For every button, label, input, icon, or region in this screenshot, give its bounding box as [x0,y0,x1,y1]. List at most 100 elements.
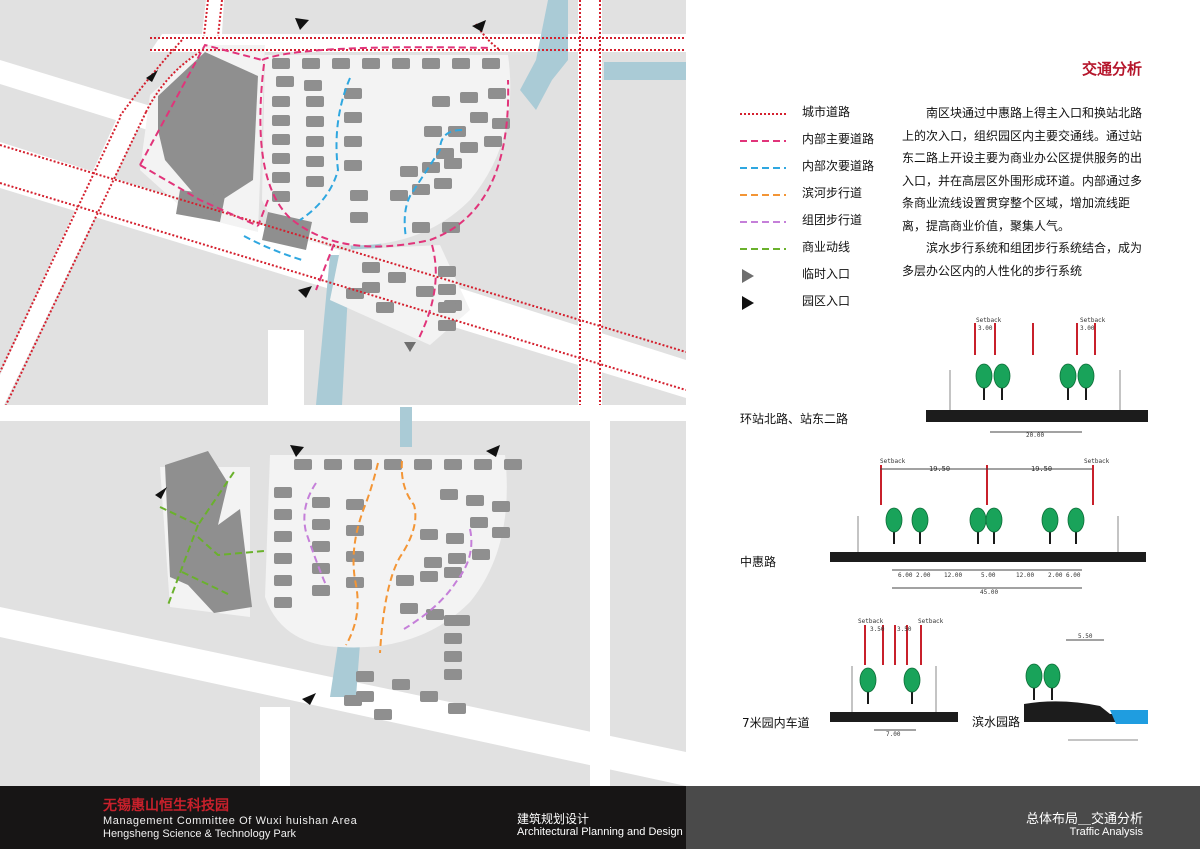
building-block [392,58,410,69]
red-line-marker [880,465,882,505]
building-block [444,633,462,644]
section-zhonghui-road: Setback Setback 19.50 19.50 6.00 2.00 12… [830,458,1146,596]
building-block [424,126,442,137]
entrance-markers [155,445,500,705]
footer-left [0,786,686,849]
tree-icon [993,363,1011,400]
building-block [440,489,458,500]
footer-category-english: Architectural Planning and Design [517,826,683,838]
line-swatch-icon [740,140,786,142]
secondary-road-lines [243,77,463,261]
building-block [274,553,292,564]
legend-label: 临时入口 [802,267,851,281]
tree-icon [1041,507,1059,544]
section-label: 7米园内车道 [742,716,810,730]
footer-english-line: Management Committee Of Wuxi huishan Are… [103,815,358,827]
line-swatch-icon [740,194,786,196]
building-block [324,459,342,470]
building-blocks [272,58,510,331]
building-block [384,459,402,470]
building-block [306,136,324,147]
line-swatch-icon [740,167,786,169]
building-block [444,459,462,470]
building-block [274,575,292,586]
building-block [362,262,380,273]
red-line-marker [920,625,922,665]
tree-icon [903,667,921,704]
red-line-marker [906,625,908,665]
entrance-icon [742,296,754,310]
footer-brand: 无锡惠山恒生科技园 [103,798,229,814]
section-7m-internal-lane: Setback Setback 3.50 3.50 7.00 [830,618,958,738]
building-block [350,212,368,223]
building-block [504,459,522,470]
building-block [272,172,290,183]
tree-icon [1067,507,1085,544]
analysis-panel [686,0,1200,786]
building-block [276,76,294,87]
building-block [412,222,430,233]
city-road-lines [0,0,686,405]
water-body [1110,710,1148,724]
tree-icon [859,667,877,704]
building-block [344,112,362,123]
building-block [312,519,330,530]
building-block [344,695,362,706]
building-block [306,176,324,187]
building-block [306,116,324,127]
description-paragraph: 滨水步行系统和组团步行系统结合，成为多层办公区内的人性化的步行系统 [902,241,1143,278]
building-block [474,459,492,470]
building-block [390,190,408,201]
legend-label: 商业动线 [802,240,851,254]
legend-label: 内部次要道路 [802,159,875,173]
dimension-label: 5.00 [981,572,996,579]
tree-icon [1043,663,1061,700]
dimension-label: 7.00 [886,731,901,738]
center-line-marker [894,625,896,665]
building-block [294,459,312,470]
entrance-markers [146,18,486,352]
building-block [444,651,462,662]
park-entrance-icon [155,487,167,499]
footer-page-title: 总体布局＿交通分析 [1025,812,1143,827]
pedestrian-network-plan [0,407,686,786]
building-block [446,533,464,544]
legend-item: 园区入口 [740,292,960,312]
description: 南区块通过中惠路上得主入口和换站北路上的次入口，组织园区内主要交通线。通过站东二… [902,102,1152,282]
site-plan-pedestrian-network [0,407,686,786]
building-block [272,96,290,107]
tree-icon [1059,363,1077,400]
building-block [470,112,488,123]
building-block [312,497,330,508]
dimension-label: 2.00 [1048,572,1063,579]
building-block [388,272,406,283]
dimension-label: 3.50 [870,626,885,633]
building-block [306,156,324,167]
building-block [432,96,450,107]
park-entrance-icon [302,693,316,705]
building-block [434,178,452,189]
building-block [400,166,418,177]
page-title: 交通分析 [1081,60,1142,78]
legend-item: 组团步行道 [740,211,960,231]
legend-item: 临时入口 [740,265,960,285]
road-network-plan [0,0,686,405]
dimension-label: 12.00 [1016,572,1034,579]
building-block [438,266,456,277]
building-block [424,557,442,568]
tree-icon [969,507,987,544]
building-block [448,703,466,714]
temporary-entrance-icon [404,342,416,352]
building-block [400,603,418,614]
dimension-label: 3.50 [897,626,912,633]
building-block [492,501,510,512]
dimension-label: 5.50 [1078,633,1093,640]
legend-item: 滨河步行道 [740,184,960,204]
building-block [422,58,440,69]
building-block [272,58,290,69]
building-block [274,531,292,542]
building-block [350,190,368,201]
park-entrance-icon [486,445,500,457]
building-block [272,115,290,126]
section-waterfront-path: 5.50 [1024,633,1148,741]
